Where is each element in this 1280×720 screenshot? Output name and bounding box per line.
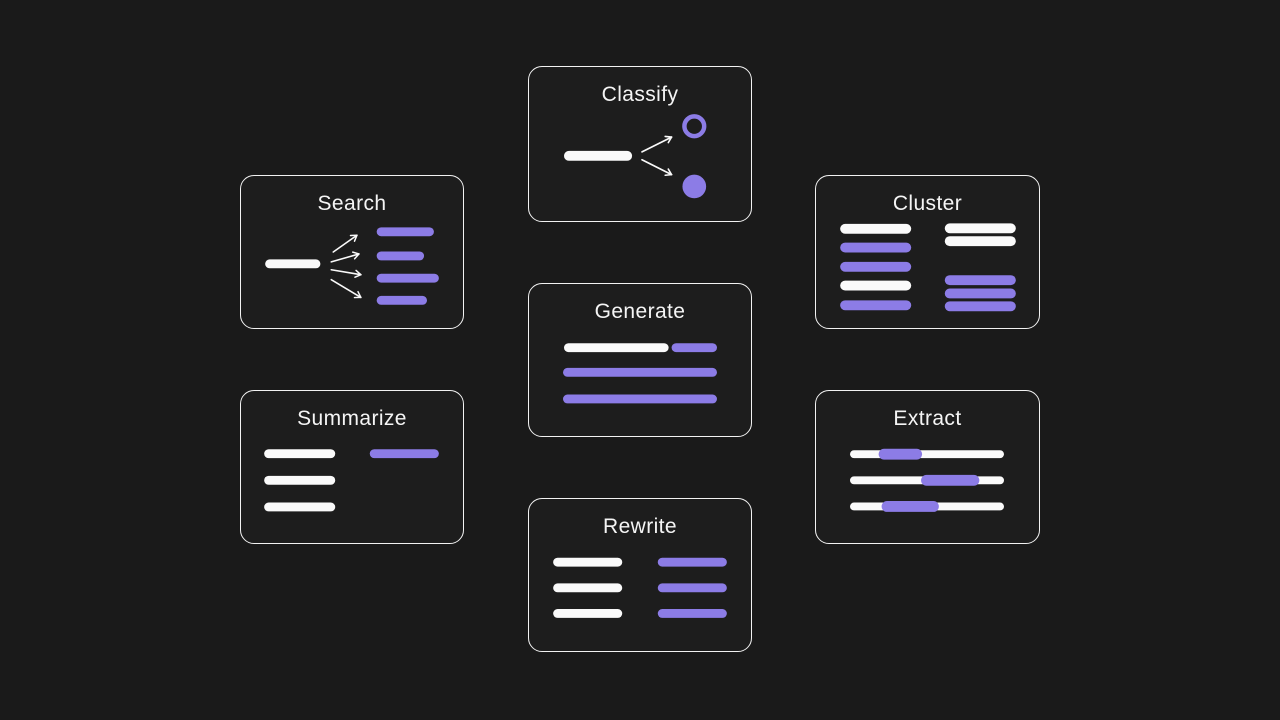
classify-card: Classify <box>528 66 752 222</box>
item-bar-purple <box>840 261 912 272</box>
rewrite-card: Rewrite <box>528 498 752 652</box>
generated-bar <box>563 367 717 377</box>
generate-card-title: Generate <box>594 300 686 323</box>
item-bar-white <box>840 280 912 291</box>
search-arrow-2 <box>330 251 360 263</box>
source-text-bar <box>264 475 336 485</box>
result-bar <box>376 251 425 261</box>
result-bar <box>376 295 428 305</box>
search-arrow-1 <box>332 234 358 253</box>
generated-continuation-bar <box>671 343 717 353</box>
branch-arrow-down <box>641 158 673 177</box>
summarize-card: Summarize <box>240 390 464 544</box>
purple-cluster-bar <box>944 275 1016 286</box>
search-arrow-4 <box>330 278 362 299</box>
source-text-bar <box>264 502 336 512</box>
white-cluster-bar <box>944 236 1016 247</box>
text-line-bar <box>850 450 1004 459</box>
extract-card: Extract <box>815 390 1040 544</box>
summarize-illustration <box>264 449 439 512</box>
cluster-illustration <box>840 223 1016 312</box>
rewrite-card-title: Rewrite <box>603 515 677 538</box>
search-card: Search <box>240 175 464 329</box>
branch-arrow-up <box>641 135 673 153</box>
search-card-title: Search <box>317 192 387 215</box>
input-bar <box>563 150 633 161</box>
search-illustration <box>265 227 439 305</box>
class-circle-outline <box>682 114 707 139</box>
item-bar-purple <box>840 242 912 253</box>
original-text-bar <box>553 557 623 567</box>
extract-card-title: Extract <box>893 407 962 430</box>
purple-cluster-bar <box>944 288 1016 299</box>
classify-illustration <box>563 114 707 199</box>
generate-card: Generate <box>528 283 752 437</box>
extracted-span-highlight <box>881 501 939 512</box>
extracted-span-highlight <box>878 448 923 460</box>
summarize-card-title: Summarize <box>297 407 407 430</box>
extracted-span-highlight <box>921 474 980 486</box>
classify-card-title: Classify <box>601 83 679 106</box>
class-circle-filled <box>682 174 707 199</box>
search-arrow-3 <box>330 268 362 278</box>
rewritten-text-bar <box>657 557 727 567</box>
query-bar <box>265 259 321 269</box>
white-cluster-bar <box>944 223 1016 234</box>
purple-cluster-bar <box>944 301 1016 312</box>
rewrite-illustration <box>553 557 727 618</box>
generated-bar <box>563 394 717 404</box>
original-text-bar <box>553 583 623 593</box>
rewritten-text-bar <box>657 583 727 593</box>
item-bar-white <box>840 223 912 234</box>
original-text-bar <box>553 609 623 618</box>
item-bar-purple <box>840 300 912 311</box>
cluster-card: Cluster <box>815 175 1040 329</box>
result-bar <box>376 273 439 283</box>
extract-illustration <box>850 448 1004 512</box>
summary-bar <box>369 449 439 459</box>
result-bar <box>376 227 434 237</box>
generate-illustration <box>563 343 717 404</box>
prompt-bar <box>564 343 669 353</box>
source-text-bar <box>264 449 336 459</box>
rewritten-text-bar <box>657 609 727 618</box>
cluster-card-title: Cluster <box>892 192 963 215</box>
